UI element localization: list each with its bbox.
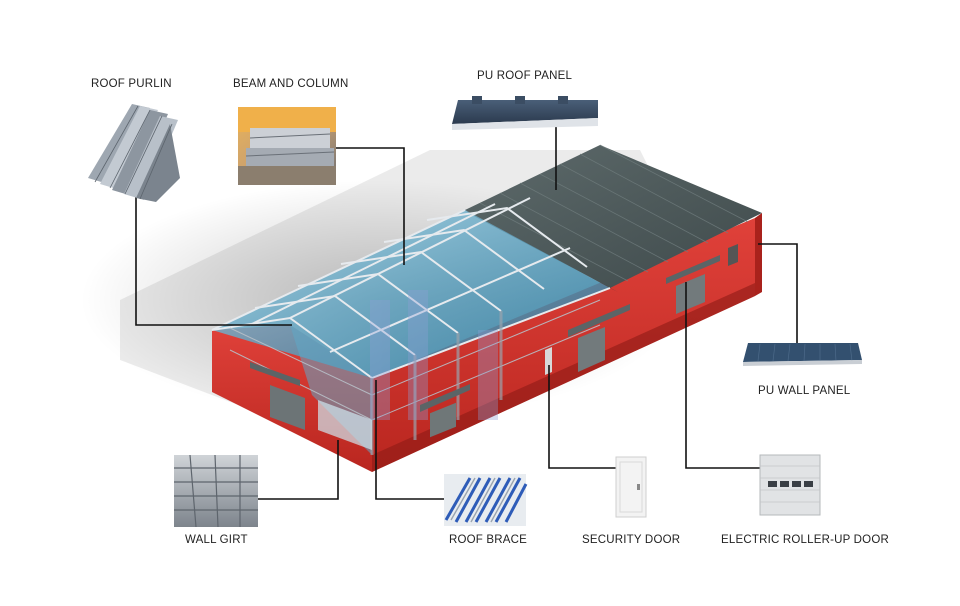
label-pu-wall-panel: PU WALL PANEL xyxy=(758,385,851,397)
leader-wall-girt xyxy=(258,440,339,500)
label-electric-roller-up-door: ELECTRIC ROLLER-UP DOOR xyxy=(721,534,889,546)
label-beam-and-column: BEAM AND COLUMN xyxy=(233,78,349,90)
roof-purlin-image xyxy=(88,104,180,202)
leader-lines xyxy=(135,125,798,500)
interior-glass xyxy=(212,210,610,378)
pu-roof-panels xyxy=(465,145,762,288)
side-doors xyxy=(420,244,738,438)
leader-roof-brace xyxy=(375,380,444,500)
security-door-image xyxy=(615,456,647,518)
beam-and-column-image xyxy=(238,107,336,185)
roller-door-image xyxy=(759,454,821,516)
label-pu-roof-panel: PU ROOF PANEL xyxy=(477,70,573,82)
pu-wall-panel-image xyxy=(743,343,862,366)
label-roof-purlin: ROOF PURLIN xyxy=(91,78,172,90)
leader-security-door xyxy=(548,365,616,469)
leader-pu-wall-panel xyxy=(758,243,798,343)
label-wall-girt: WALL GIRT xyxy=(185,534,248,546)
steel-frame xyxy=(211,197,611,379)
leader-roof-purlin xyxy=(135,190,292,326)
side-wall xyxy=(372,218,755,472)
pu-roof-panel-image xyxy=(452,96,598,130)
roof-brace-image xyxy=(444,474,528,526)
label-roof-brace: ROOF BRACE xyxy=(449,534,528,546)
leader-roller-door xyxy=(685,282,760,469)
warehouse-building xyxy=(211,144,762,472)
leader-beam-column xyxy=(325,147,405,265)
label-security-door: SECURITY DOOR xyxy=(582,534,681,546)
wall-girt-image xyxy=(174,454,258,528)
